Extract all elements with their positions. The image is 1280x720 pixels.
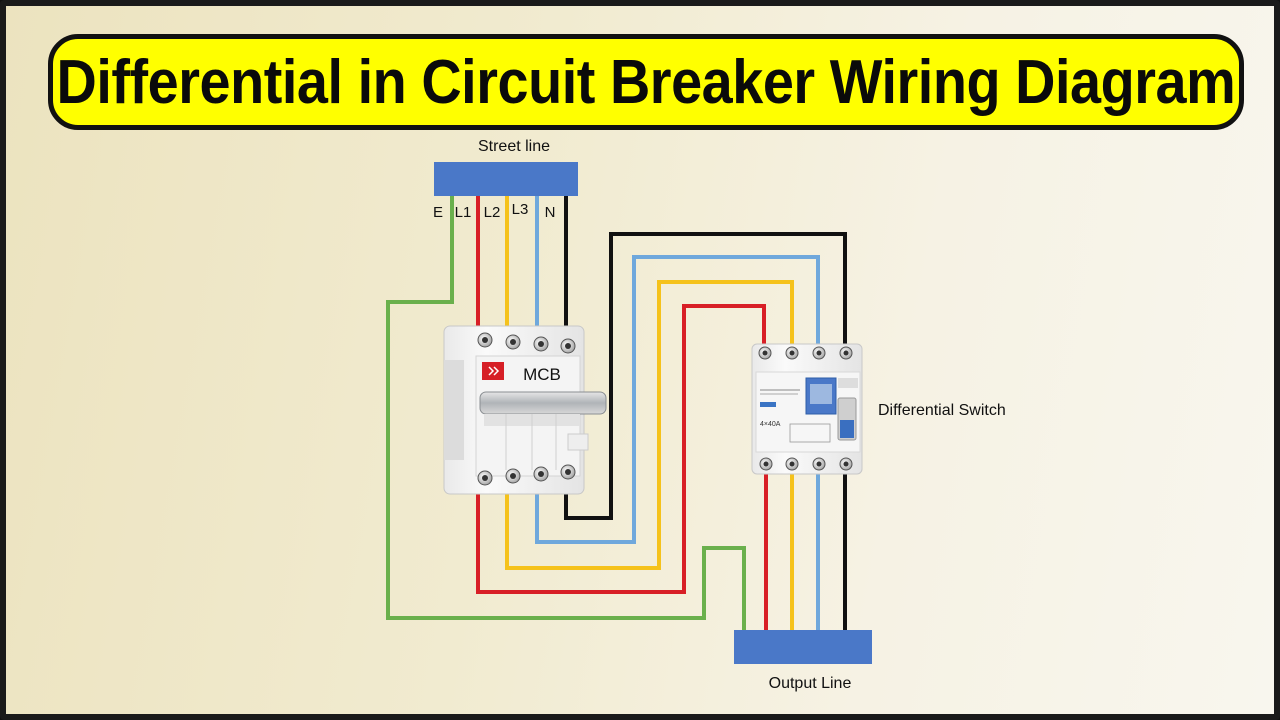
output-line: Output Line	[734, 630, 872, 692]
terminal-label-l1: L1	[455, 204, 472, 221]
street-line-label: Street line	[478, 138, 550, 155]
output-line-label: Output Line	[769, 675, 852, 692]
l1-mcb-to-rcd-wire	[476, 304, 766, 594]
mcb-bottom-terminals	[477, 464, 576, 486]
output-line-bus	[734, 630, 872, 664]
mcb-toggle-bar	[479, 391, 607, 415]
rcd-bottom-terminals	[759, 457, 853, 471]
differential-switch: 4×40A Differential Switch	[751, 343, 1006, 475]
wiring-diagram: Street line E L1 L2 L3 N	[386, 138, 1006, 692]
terminal-label-n: N	[545, 204, 556, 221]
terminal-label-l3: L3	[512, 201, 529, 218]
title-banner: Differential in Circuit Breaker Wiring D…	[48, 34, 1244, 130]
earth-wire	[386, 196, 746, 632]
rcd-top-terminals	[758, 346, 853, 360]
wires	[386, 196, 847, 632]
mcb-breaker: MCB	[443, 325, 607, 495]
street-line-bus	[434, 162, 578, 196]
mcb-top-terminals	[477, 332, 576, 354]
terminal-label-l2: L2	[484, 204, 501, 221]
differential-switch-label: Differential Switch	[878, 402, 1006, 419]
mcb-label: MCB	[523, 365, 561, 384]
street-line: Street line E L1 L2 L3 N	[433, 138, 578, 221]
neutral-mcb-to-rcd-wire	[564, 232, 847, 520]
rcd-rating-label: 4×40A	[760, 421, 781, 428]
page-title: Differential in Circuit Breaker Wiring D…	[56, 47, 1236, 117]
l2-mcb-to-rcd-wire	[505, 280, 794, 570]
l3-mcb-to-rcd-wire	[535, 255, 820, 544]
terminal-label-e: E	[433, 204, 443, 221]
